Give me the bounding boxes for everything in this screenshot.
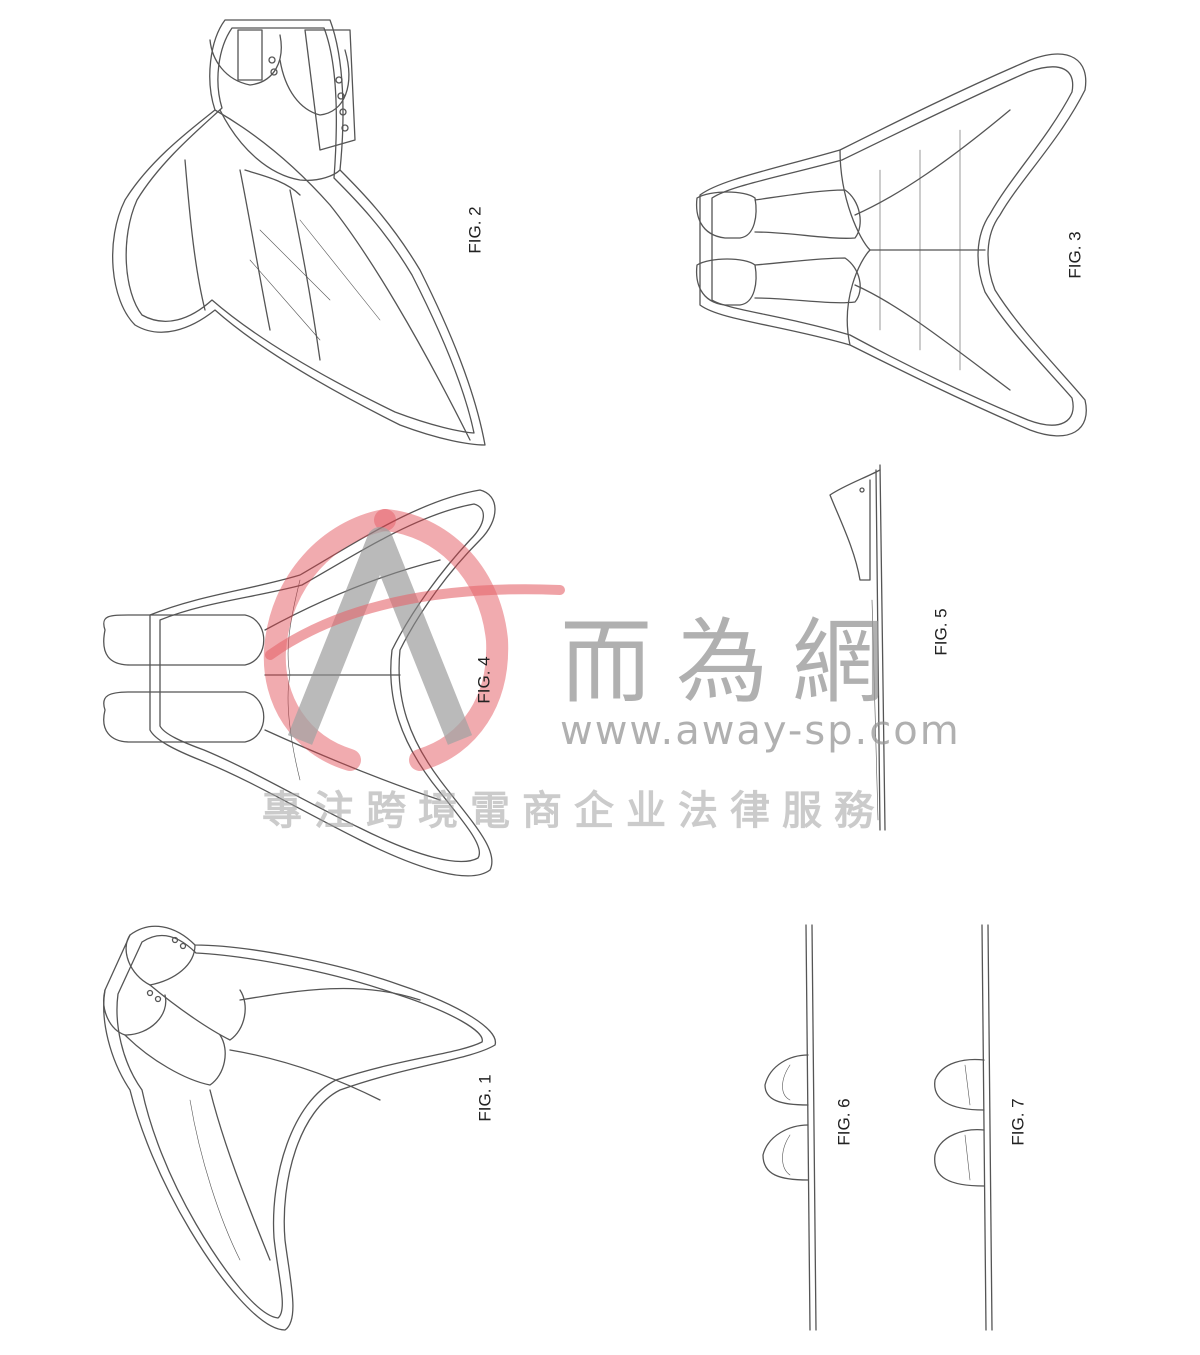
fig4-drawing (103, 489, 496, 877)
fig6-drawing (762, 924, 817, 1331)
fig4-label: FIG. 4 (474, 656, 494, 704)
watermark-url: www.away-sp.com (560, 708, 961, 754)
fig2-label: FIG. 2 (465, 206, 485, 254)
fig7-drawing (934, 924, 993, 1331)
fig1-drawing (103, 925, 496, 1331)
fig6-label: FIG. 6 (834, 1098, 854, 1146)
fig2-drawing (112, 19, 486, 446)
fig3-drawing (695, 53, 1087, 437)
watermark-tagline: 專注跨境電商企业法律服務 (262, 788, 886, 834)
fig7-label: FIG. 7 (1008, 1098, 1028, 1146)
fig5-label: FIG. 5 (931, 608, 951, 656)
fig5-drawing (829, 464, 886, 831)
fig1-label: FIG. 1 (475, 1074, 495, 1122)
fig3-label: FIG. 3 (1065, 231, 1085, 279)
watermark-logo (263, 509, 565, 771)
watermark-name: 而為網 (560, 609, 909, 716)
